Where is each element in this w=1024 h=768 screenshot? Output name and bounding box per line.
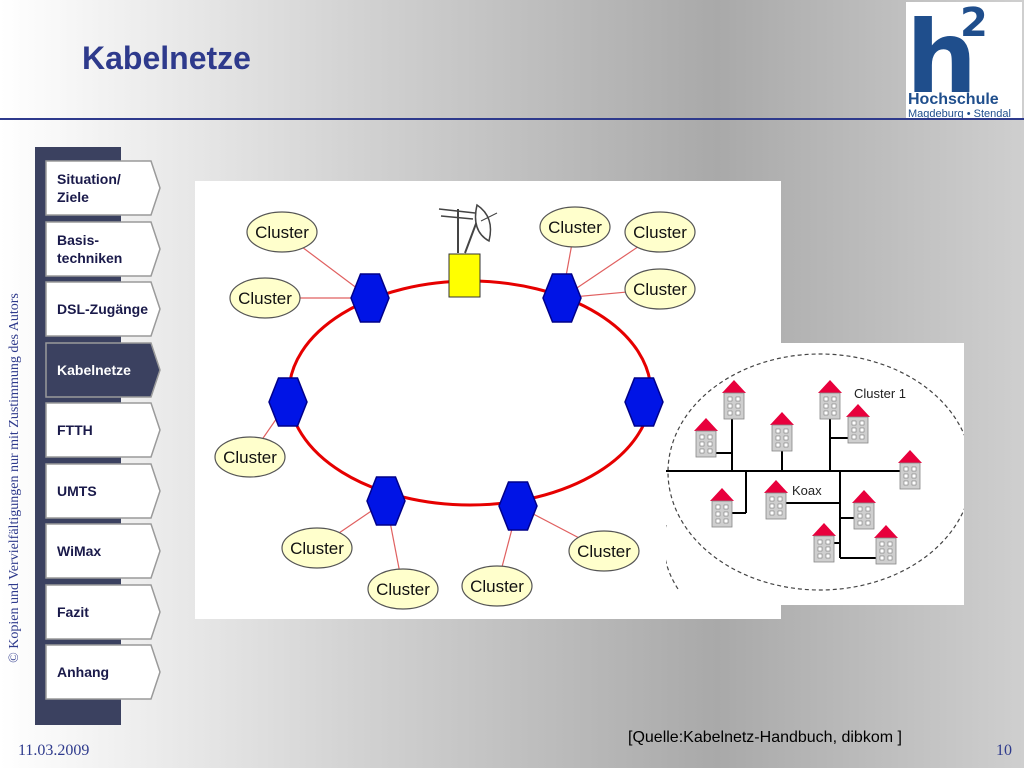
sidebar-item-5[interactable]: FTTH — [45, 402, 161, 458]
sidebar-item-label: Situation/ Ziele — [57, 171, 121, 205]
cluster-label: Cluster — [290, 539, 344, 558]
node-hexagon — [498, 481, 538, 531]
hochschule-logo: h 2 Hochschule Magdeburg • Stendal — [906, 0, 1022, 120]
node-hexagon — [366, 476, 406, 526]
cluster-bubble — [461, 565, 533, 607]
house-icon — [770, 412, 794, 452]
cluster-label: Cluster — [238, 289, 292, 308]
cluster-bubble — [624, 211, 696, 253]
house-icon — [818, 380, 842, 420]
cluster-bubble — [624, 268, 696, 310]
cluster-bubble — [229, 277, 301, 319]
cluster-bubble — [281, 527, 353, 569]
sidebar-item-9[interactable]: Anhang — [45, 644, 161, 700]
cluster-label: Cluster — [633, 223, 687, 242]
node-hexagon — [624, 377, 664, 427]
footer-date: 11.03.2009 — [18, 742, 90, 759]
cluster-label: Cluster — [577, 542, 631, 561]
house-icon — [722, 380, 746, 420]
headend-box — [448, 253, 481, 298]
cluster-bubble — [246, 211, 318, 253]
node-hexagon — [542, 273, 582, 323]
sidebar-item-label: Basis-techniken — [57, 231, 123, 266]
node-hexagon — [350, 273, 390, 323]
sidebar-item-label: WiMax — [57, 543, 102, 559]
sidebar-item-8[interactable]: Fazit — [45, 583, 161, 640]
sidebar-item-3[interactable]: DSL-Zugänge — [45, 281, 161, 337]
satellite-dish-icon — [438, 203, 498, 254]
cluster-label: Cluster — [255, 223, 309, 242]
cluster-label: Cluster — [376, 580, 430, 599]
sidebar-item-4[interactable]: Kabelnetze — [45, 341, 161, 398]
coax-ring — [287, 279, 653, 507]
logo-mark: h — [906, 0, 977, 116]
sidebar-item-label: Anhang — [57, 664, 110, 680]
house-icon — [710, 488, 734, 528]
logo-superscript: 2 — [960, 0, 988, 46]
house-icon — [812, 523, 836, 563]
sidebar-item-label: Fazit — [57, 603, 89, 620]
cluster-label: Cluster — [548, 218, 602, 237]
cluster-bubble — [568, 530, 640, 572]
page-number: 10 — [996, 742, 1012, 759]
house-icon — [694, 418, 718, 458]
house-icon — [764, 480, 788, 520]
cluster-detail: Cluster 1 Koax — [663, 343, 973, 605]
house-icon — [874, 525, 898, 565]
cluster-label: Cluster — [470, 577, 524, 596]
sidebar-item-6[interactable]: UMTS — [45, 462, 161, 519]
sidebar-item-1[interactable]: Situation/ Ziele — [45, 160, 161, 216]
sidebar-item-2[interactable]: Basis-techniken — [45, 220, 161, 277]
cluster-bubble — [214, 436, 286, 478]
title-divider — [0, 118, 1024, 120]
node-hexagon — [268, 377, 308, 427]
sidebar-item-label: Kabelnetze — [57, 361, 131, 378]
sidebar-item-label: FTTH — [57, 422, 93, 438]
sidebar-item-label: UMTS — [57, 482, 97, 499]
copyright-note: © Kopien und Vervielfältigungen nur mit … — [7, 293, 22, 663]
logo-name: Hochschule — [908, 91, 999, 108]
coax-label: Koax — [792, 483, 822, 498]
cluster-bubble — [367, 568, 439, 610]
house-icon — [846, 404, 870, 444]
sidebar-item-7[interactable]: WiMax — [45, 523, 161, 579]
cluster-panel-title: Cluster 1 — [854, 386, 906, 401]
cluster-bubble — [539, 206, 611, 248]
source-citation: [Quelle:Kabelnetz-Handbuch, dibkom ] — [628, 729, 902, 746]
slide-title: Kabelnetze — [82, 40, 251, 76]
logo-location: Magdeburg • Stendal — [908, 108, 1011, 120]
house-icon — [852, 490, 876, 530]
house-icon — [898, 450, 922, 490]
sidebar-item-label: DSL-Zugänge — [57, 301, 148, 317]
cluster-label: Cluster — [223, 448, 277, 467]
cluster-label: Cluster — [633, 280, 687, 299]
